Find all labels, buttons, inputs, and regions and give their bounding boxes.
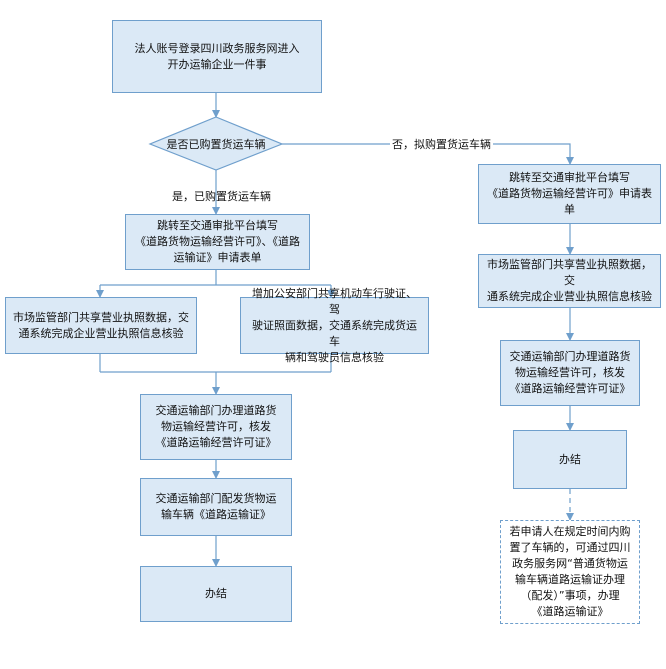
right-apply-box: 跳转至交通审批平台填写 《道路货物运输经营许可》申请表单: [478, 164, 661, 224]
no-branch-label: 否，拟购置货运车辆: [390, 136, 493, 152]
right-finish-box: 办结: [513, 430, 627, 489]
left-finish-box: 办结: [140, 566, 292, 622]
decision-label: 是否已购置货运车辆: [166, 138, 266, 151]
yes-branch-label: 是，已购置货运车辆: [172, 190, 271, 203]
right-market-box: 市场监管部门共享营业执照数据，交 通系统完成企业营业执照信息核验: [478, 254, 661, 308]
start-box: 法人账号登录四川政务服务网进入 开办运输企业一件事: [112, 20, 322, 93]
right-note-box: 若申请人在规定时间内购 置了车辆的，可通过四川 政务服务网“普通货物运 输车辆道…: [500, 520, 640, 624]
left-apply-box: 跳转至交通审批平台填写 《道路货物运输经营许可》、《道路 运输证》申请表单: [125, 214, 310, 270]
left-vehicle-box: 交通运输部门配发货物运 输车辆《道路运输证》: [140, 478, 292, 536]
left-license-box: 交通运输部门办理道路货 物运输经营许可，核发 《道路运输经营许可证》: [140, 394, 292, 460]
left-market-box: 市场监管部门共享营业执照数据，交 通系统完成企业营业执照信息核验: [5, 297, 197, 354]
decision-diamond: [148, 116, 284, 171]
right-license-box: 交通运输部门办理道路货 物运输经营许可，核发 《道路运输经营许可证》: [500, 340, 640, 406]
left-police-box: 增加公安部门共享机动车行驶证、驾 驶证照面数据，交通系统完成货运车 辆和驾驶员信…: [240, 287, 429, 364]
arrow-decision-to-right-apply: [282, 143, 574, 165]
